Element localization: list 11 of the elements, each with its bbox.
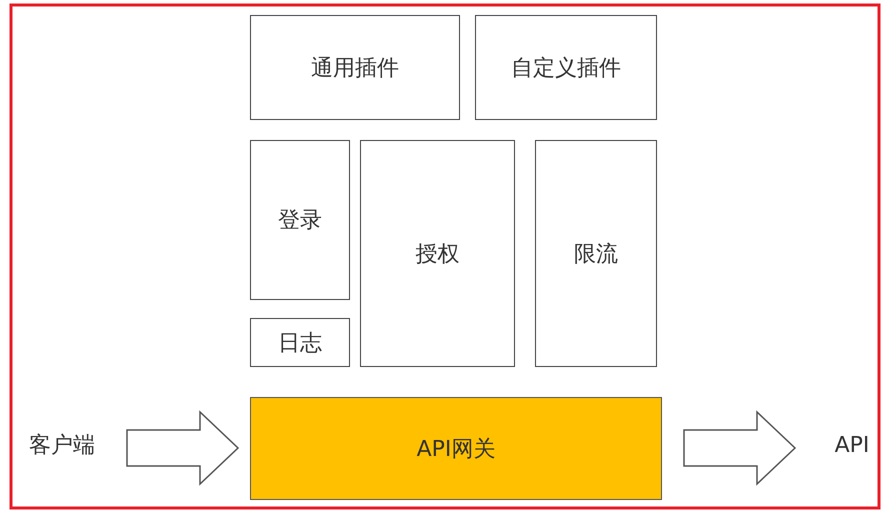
plugin-box: 通用插件	[250, 15, 460, 120]
plugin-box: 日志	[250, 318, 350, 367]
plugin-box: 登录	[250, 140, 350, 300]
block-arrow	[126, 410, 240, 486]
plugin-box: 授权	[360, 140, 515, 367]
plugin-box: 限流	[535, 140, 657, 367]
plugin-box: 自定义插件	[475, 15, 657, 120]
api-label: API	[822, 420, 882, 470]
gateway-box: API网关	[250, 397, 662, 500]
client-label: 客户端	[12, 420, 112, 470]
block-arrow	[683, 410, 796, 486]
